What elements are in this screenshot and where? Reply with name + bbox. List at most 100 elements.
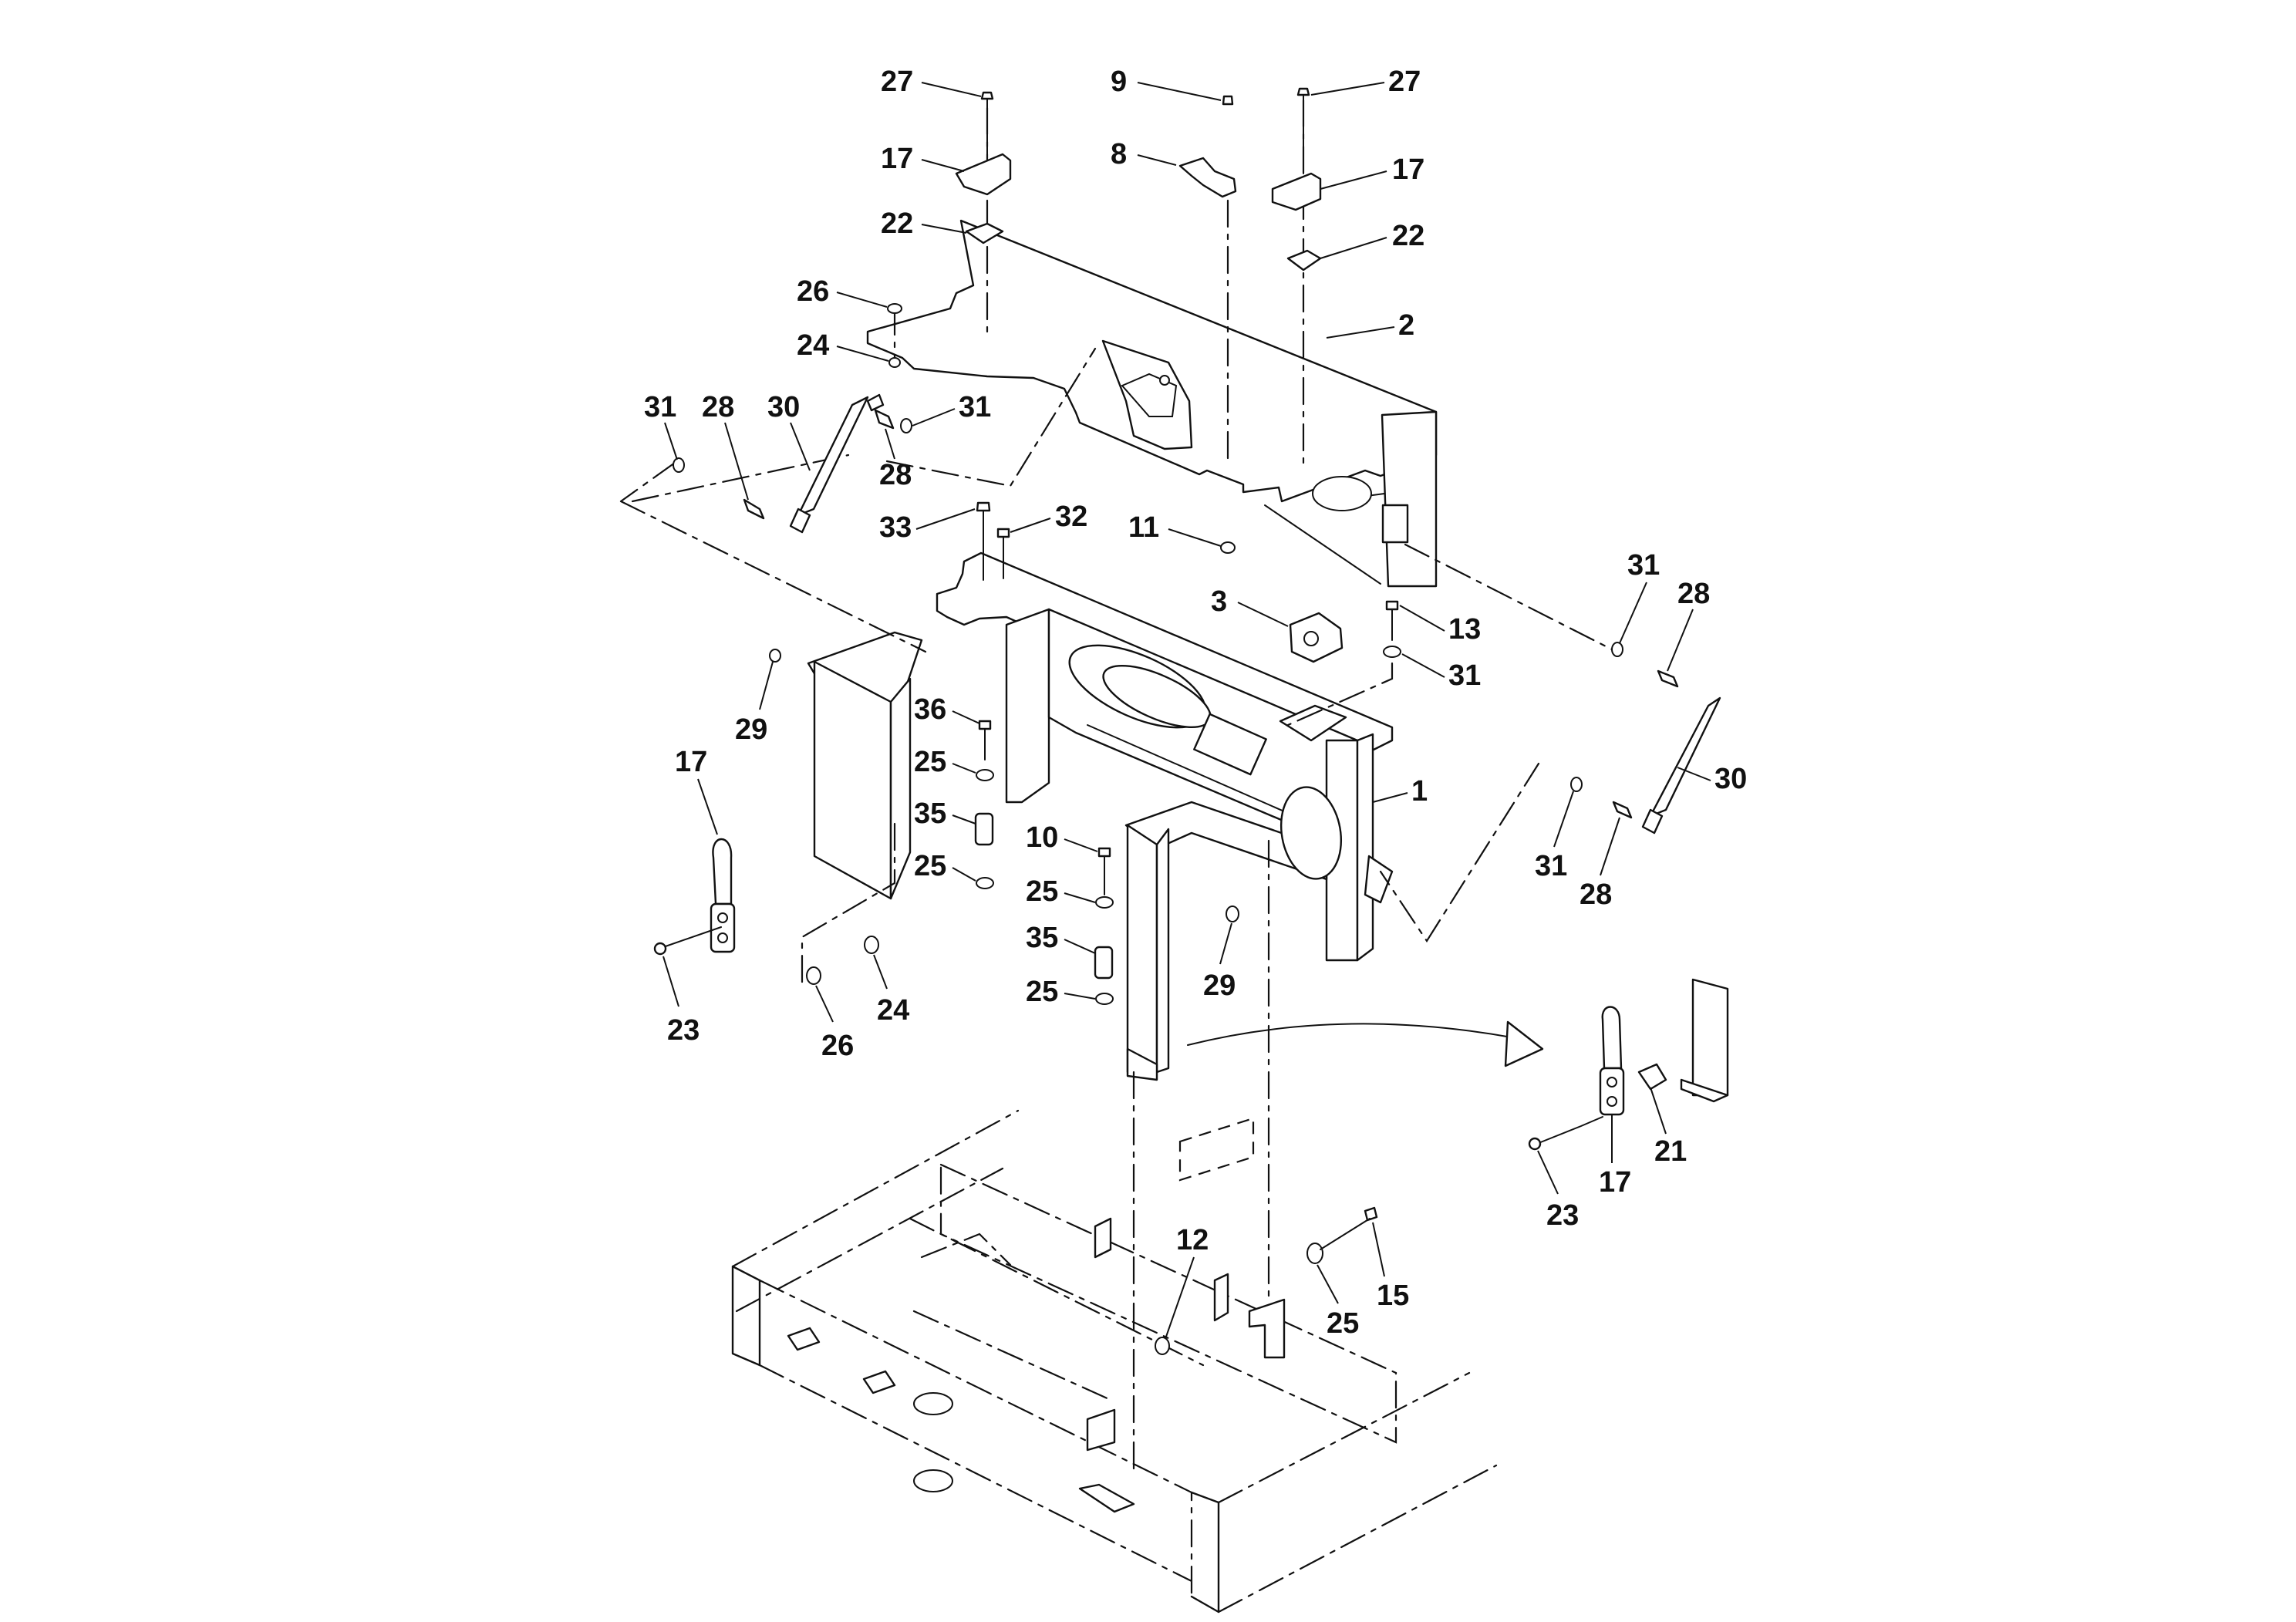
callout-32: 32 [1010,501,1087,533]
callout-31-right-mid: 31 [1401,653,1481,692]
svg-text:25: 25 [914,850,946,882]
svg-text:17: 17 [881,143,913,175]
callout-23-right: 23 [1537,1150,1579,1232]
callout-30-upper-left: 30 [767,391,811,471]
callout-15: 15 [1372,1222,1409,1312]
svg-text:27: 27 [881,66,913,98]
main-frame [807,551,1394,1081]
svg-text:25: 25 [1327,1307,1359,1340]
svg-text:17: 17 [1392,153,1424,186]
callout-22-left: 22 [881,207,967,240]
svg-text:13: 13 [1448,613,1481,646]
svg-text:31: 31 [959,391,991,423]
svg-text:29: 29 [1203,969,1236,1002]
hardware [653,87,1721,1355]
callout-26-top: 26 [797,275,888,308]
svg-text:3: 3 [1211,585,1227,618]
svg-text:30: 30 [1714,763,1747,795]
svg-text:23: 23 [667,1014,700,1047]
svg-text:26: 26 [797,275,829,308]
svg-text:25: 25 [914,746,946,778]
callout-23-left: 23 [663,956,700,1047]
svg-text:31: 31 [1448,659,1481,692]
svg-text:21: 21 [1654,1135,1687,1168]
callout-24-top: 24 [797,329,889,362]
callout-17-top-right: 17 [1320,153,1424,190]
svg-text:23: 23 [1546,1199,1579,1232]
svg-text:24: 24 [877,994,909,1027]
callout-26-left: 26 [815,985,854,1062]
callout-25-d: 25 [1026,976,1096,1008]
callout-17-left: 17 [675,746,718,835]
svg-text:35: 35 [914,798,946,830]
callout-28-upper-left: 28 [702,391,749,501]
svg-text:28: 28 [702,391,734,423]
svg-text:17: 17 [675,746,707,778]
callout-31-right-top: 31 [1619,549,1660,644]
svg-text:31: 31 [1535,850,1567,882]
callout-25-b: 25 [914,850,976,882]
svg-text:9: 9 [1111,66,1127,98]
callout-10: 10 [1026,821,1098,854]
svg-text:24: 24 [797,329,829,362]
svg-text:17: 17 [1599,1166,1631,1199]
callout-31-upper-mid: 31 [912,391,991,427]
svg-text:11: 11 [1128,511,1159,544]
callout-9: 9 [1111,66,1222,101]
svg-text:33: 33 [879,511,912,544]
callout-25-c: 25 [1026,875,1096,908]
svg-text:22: 22 [1392,220,1424,252]
callout-21: 21 [1650,1087,1687,1168]
callout-36: 36 [914,693,980,726]
callout-33: 33 [879,508,976,544]
svg-text:22: 22 [881,207,913,240]
callout-35-a: 35 [914,798,976,830]
svg-text:10: 10 [1026,821,1058,854]
callouts: 27 9 27 17 8 17 22 22 26 2 24 31 28 30 3… [644,66,1747,1340]
svg-text:1: 1 [1411,775,1428,808]
svg-text:28: 28 [1580,878,1612,911]
callout-2: 2 [1326,309,1414,342]
svg-text:31: 31 [1627,549,1660,582]
callout-28-right-low: 28 [1580,817,1620,911]
svg-text:29: 29 [735,713,767,746]
callout-13: 13 [1399,605,1481,646]
svg-text:31: 31 [644,391,676,423]
callout-28-upper-mid: 28 [879,428,912,491]
base-chassis [731,1109,1498,1614]
callout-11: 11 [1128,511,1222,547]
assembly-lines [619,99,1613,1475]
svg-text:15: 15 [1377,1280,1409,1312]
callout-31-upper-left: 31 [644,391,678,460]
top-cover-panel [866,219,1438,588]
svg-text:12: 12 [1176,1224,1209,1256]
callout-25-a: 25 [914,746,976,778]
callout-17-right: 17 [1599,1115,1631,1199]
svg-text:32: 32 [1055,501,1087,533]
callout-30-right: 30 [1677,763,1747,795]
callout-28-right-top: 28 [1667,578,1710,672]
callout-24-left: 24 [873,954,909,1027]
callout-29-right: 29 [1203,922,1236,1002]
callout-29-left: 29 [735,661,774,746]
svg-text:35: 35 [1026,922,1058,954]
callout-31-right-low: 31 [1535,791,1574,882]
svg-text:27: 27 [1388,66,1421,98]
callout-22-right: 22 [1320,220,1424,259]
callout-35-b: 35 [1026,922,1096,954]
callout-3: 3 [1211,585,1289,627]
callout-27-right: 27 [1310,66,1421,98]
callout-1: 1 [1372,775,1428,808]
svg-text:26: 26 [821,1030,854,1062]
svg-text:28: 28 [879,459,912,491]
svg-text:28: 28 [1677,578,1710,610]
callout-25-bottom: 25 [1317,1264,1359,1340]
callout-8: 8 [1111,138,1177,170]
svg-text:30: 30 [767,391,800,423]
svg-text:8: 8 [1111,138,1127,170]
callout-12: 12 [1165,1224,1209,1337]
callout-27-left: 27 [881,66,982,98]
svg-text:25: 25 [1026,875,1058,908]
svg-text:25: 25 [1026,976,1058,1008]
